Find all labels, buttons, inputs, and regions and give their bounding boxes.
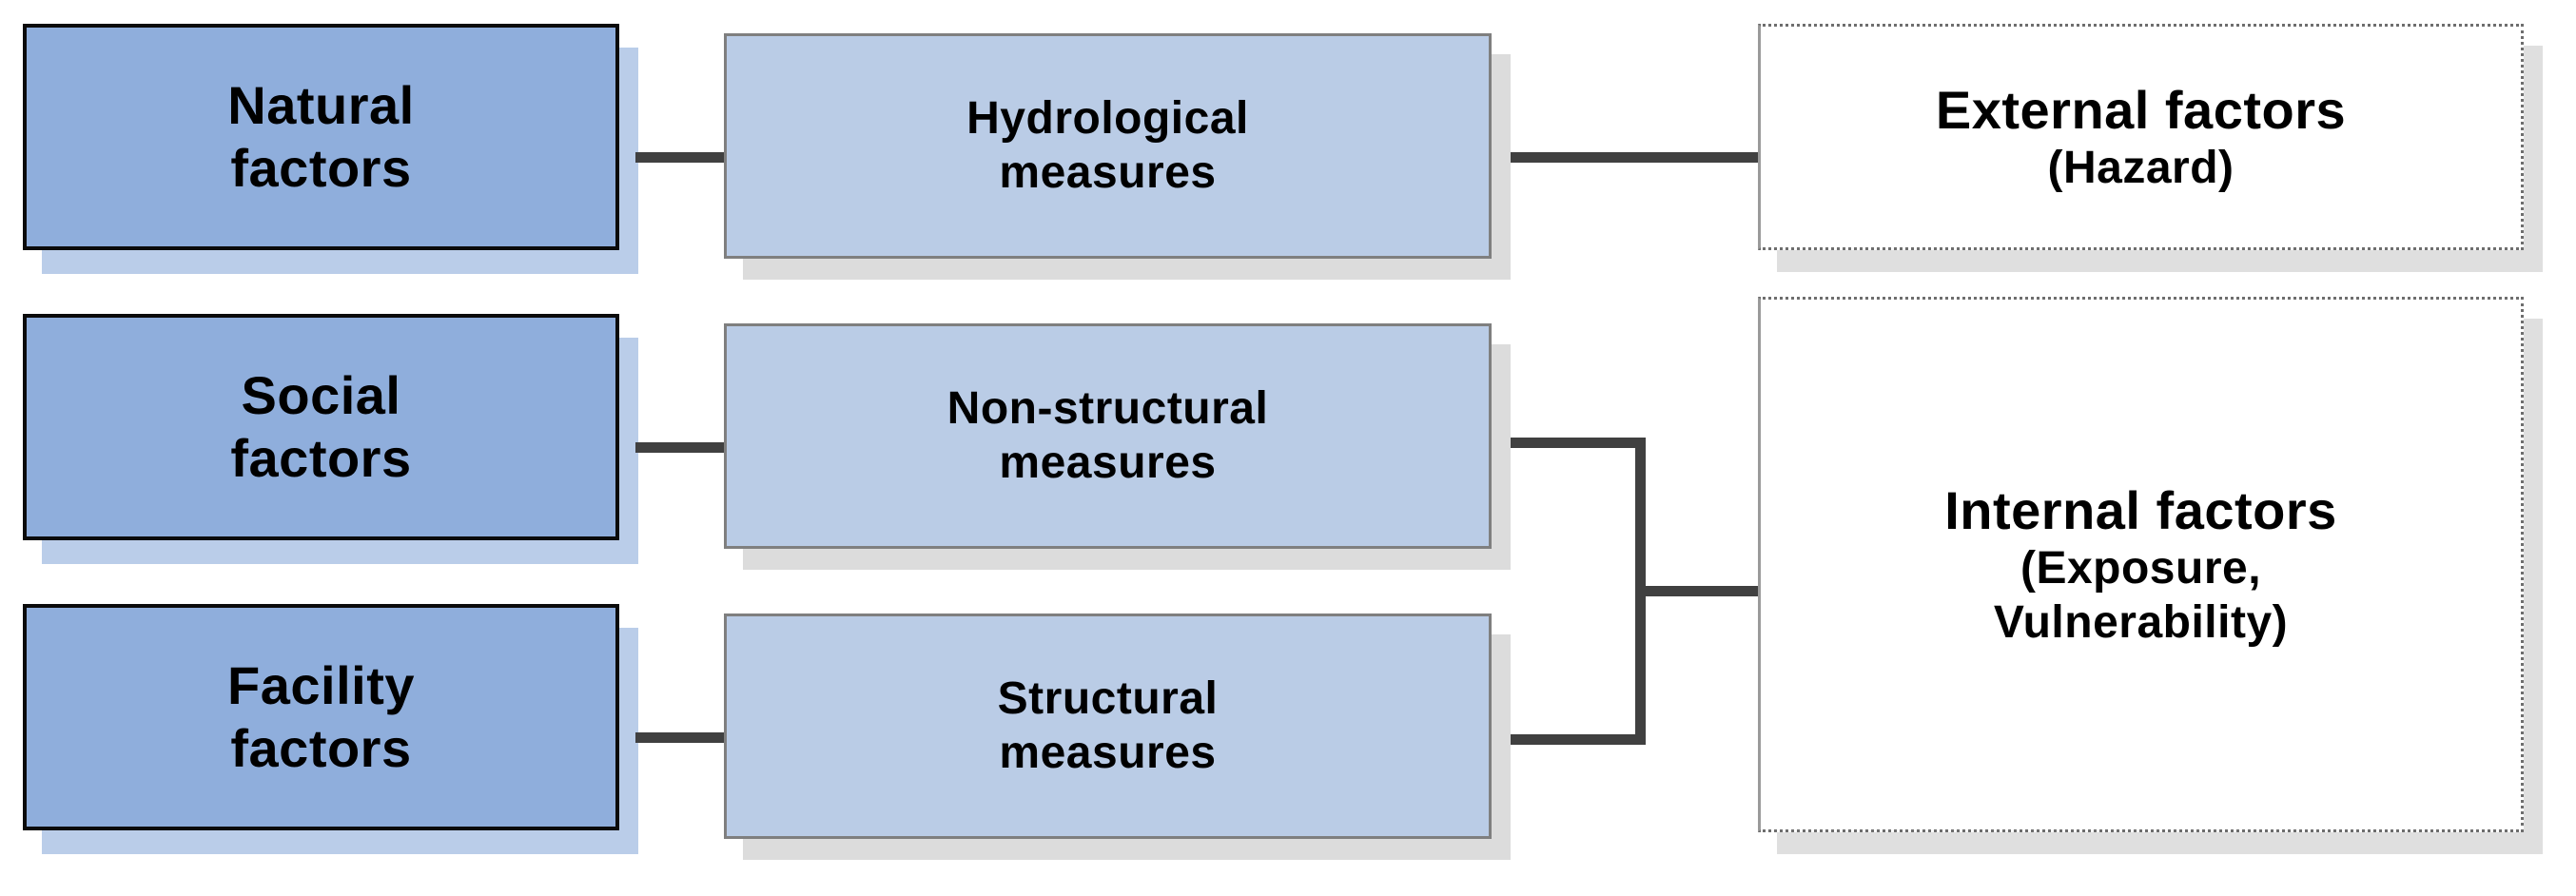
external-factors-title: External factors	[1935, 79, 2347, 140]
facility-factors-box[interactable]: Facility factors	[23, 604, 619, 830]
connector-facility-to-structural	[635, 732, 731, 743]
non-structural-measures-box[interactable]: Non-structural measures	[724, 323, 1492, 549]
internal-factors-subtitle: (Exposure, Vulnerability)	[1993, 542, 2289, 648]
connector-natural-to-hydrological	[635, 152, 731, 163]
connector-bracket-bottom-arm	[1511, 734, 1646, 745]
facility-factors-label: Facility factors	[227, 654, 415, 778]
connector-social-to-nonstructural	[635, 442, 731, 453]
external-factors-label: External factors (Hazard)	[1761, 16, 2521, 259]
natural-factors-box[interactable]: Natural factors	[23, 24, 619, 250]
connector-hydrological-to-external	[1511, 152, 1761, 163]
external-factors-box[interactable]: External factors (Hazard)	[1758, 24, 2524, 250]
social-factors-label: Social factors	[230, 364, 412, 488]
hydrological-measures-box[interactable]: Hydrological measures	[724, 33, 1492, 259]
social-factors-box[interactable]: Social factors	[23, 314, 619, 540]
hydrological-measures-label: Hydrological measures	[966, 92, 1249, 198]
non-structural-measures-label: Non-structural measures	[946, 382, 1269, 488]
connector-bracket-to-internal	[1635, 586, 1762, 596]
internal-factors-title: Internal factors	[1944, 479, 2337, 540]
internal-factors-label: Internal factors (Exposure, Vulnerabilit…	[1761, 417, 2521, 712]
connector-bracket-top-arm	[1511, 438, 1646, 448]
natural-factors-label: Natural factors	[227, 74, 415, 198]
structural-measures-box[interactable]: Structural measures	[724, 614, 1492, 839]
internal-factors-box[interactable]: Internal factors (Exposure, Vulnerabilit…	[1758, 297, 2524, 832]
external-factors-subtitle: (Hazard)	[2047, 142, 2234, 193]
structural-measures-label: Structural measures	[997, 672, 1219, 778]
